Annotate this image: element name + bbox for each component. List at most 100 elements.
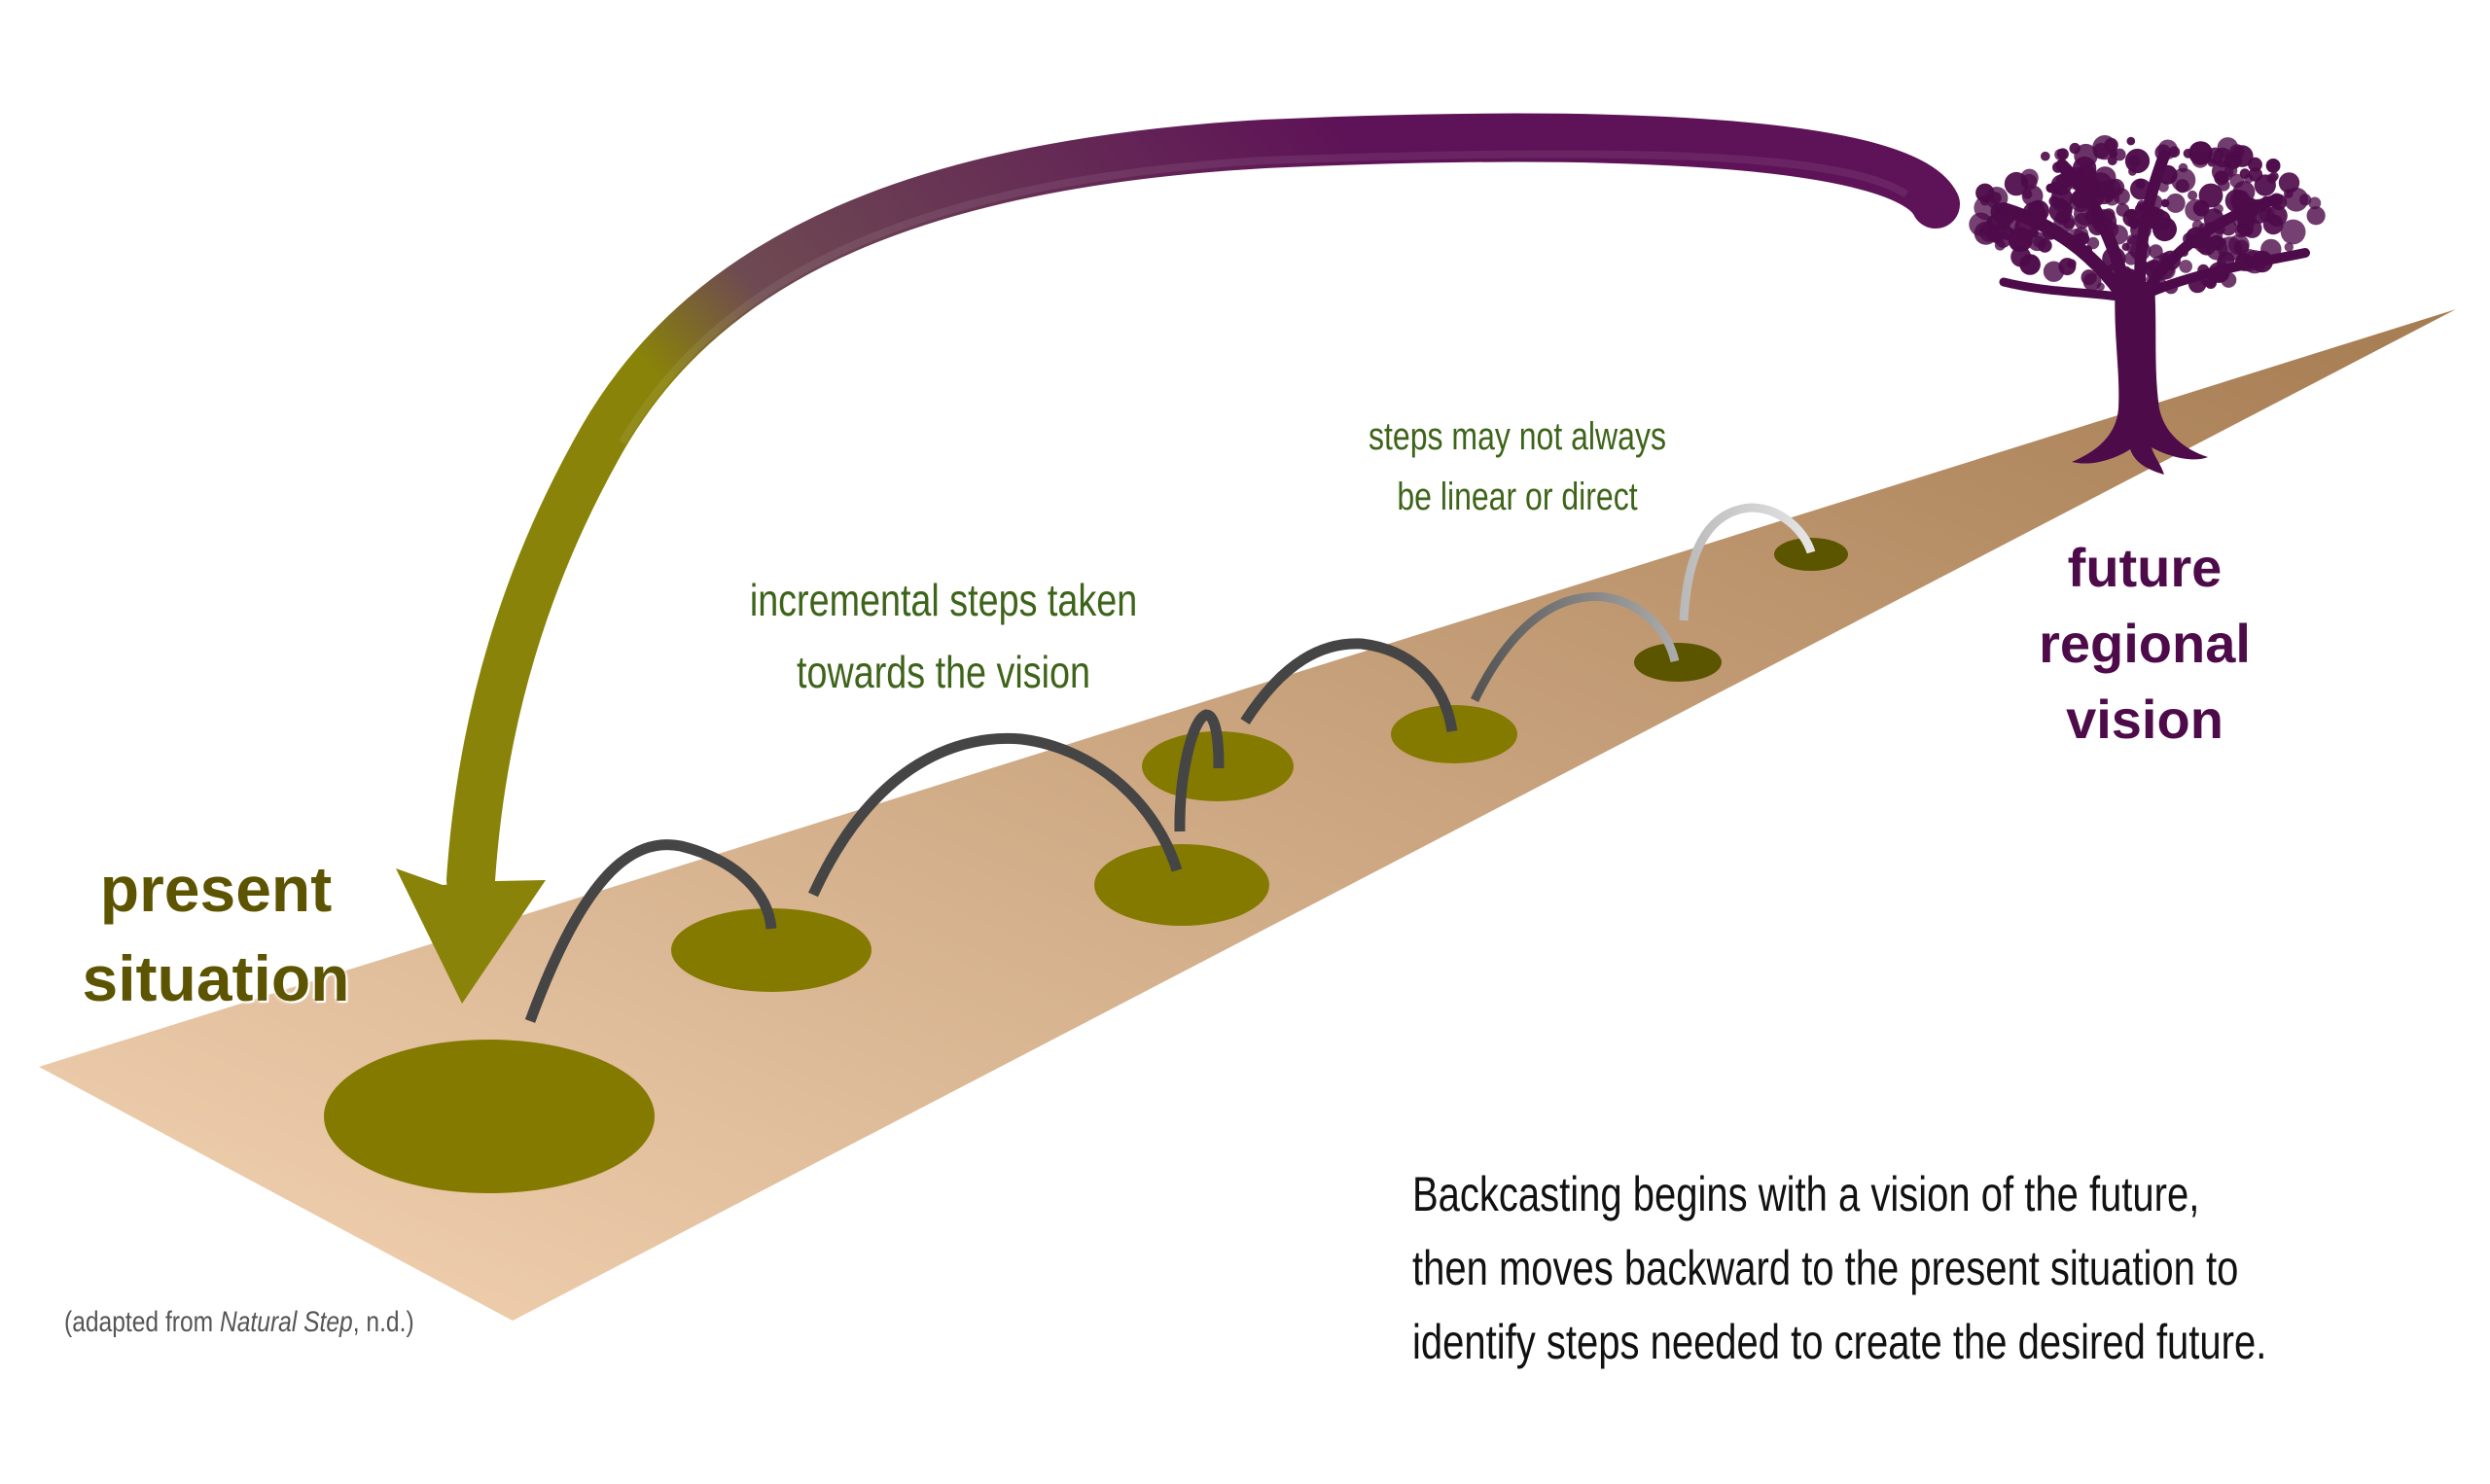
tree-leaf-cluster bbox=[2248, 167, 2263, 182]
steps-group bbox=[324, 538, 1848, 1193]
hop-6 bbox=[1679, 503, 1816, 621]
step-6 bbox=[1634, 643, 1722, 682]
tree-leaf-cluster bbox=[2188, 190, 2198, 200]
tree-icon bbox=[1969, 135, 2326, 475]
timeline-path bbox=[39, 309, 2456, 1321]
future-label-line-2: regional bbox=[2039, 613, 2251, 674]
nonlinear-steps-annotation: steps may not always be linear or direct bbox=[1338, 406, 1696, 527]
tree-leaf-cluster bbox=[2010, 246, 2032, 267]
future-label-line-1: future bbox=[2067, 537, 2223, 598]
tree-leaf-cluster bbox=[2241, 214, 2252, 225]
tree-leaf-cluster bbox=[2031, 209, 2047, 226]
hop-4 bbox=[1240, 638, 1458, 732]
tree-leaf-cluster bbox=[2149, 255, 2175, 281]
tree-leaf-cluster bbox=[2038, 238, 2052, 253]
tree-leaf-cluster bbox=[2266, 173, 2278, 184]
tree-leaf-cluster bbox=[2308, 196, 2322, 210]
step-present bbox=[324, 1040, 655, 1193]
tree-leaf-cluster bbox=[2084, 208, 2101, 225]
tree-leaf-cluster bbox=[2229, 190, 2251, 210]
tree-leaf-cluster bbox=[2270, 194, 2288, 211]
tree-leaf-cluster bbox=[2283, 189, 2294, 199]
tree-leaf-cluster bbox=[2211, 160, 2234, 183]
tree-leaf-cluster bbox=[2054, 149, 2067, 160]
tree-leaf-cluster bbox=[2299, 194, 2312, 206]
present-label-line-2: situation bbox=[82, 942, 350, 1014]
tree-leaf-cluster bbox=[2186, 227, 2208, 249]
tree-leaf-cluster bbox=[2160, 198, 2170, 208]
tree-leaf-cluster bbox=[2171, 167, 2196, 193]
tree-leaf-cluster bbox=[2102, 246, 2126, 271]
tree-leaf-cluster bbox=[2009, 230, 2030, 253]
present-label-line-1: present bbox=[99, 853, 333, 925]
citation-prefix: (adapted from bbox=[64, 1306, 220, 1338]
tree-leaf-cluster bbox=[2258, 203, 2267, 212]
tree-leaf-cluster bbox=[2152, 281, 2164, 294]
tree-leaf-cluster bbox=[2231, 145, 2254, 167]
tree-leaf-cluster bbox=[2214, 224, 2225, 235]
tree-leaf-cluster bbox=[2266, 205, 2288, 227]
tree-leaf-cluster bbox=[2014, 214, 2036, 234]
hop-5 bbox=[1470, 592, 1680, 702]
tree-leaf-cluster bbox=[2115, 270, 2137, 293]
tree-leaf-cluster bbox=[2093, 142, 2110, 159]
tree-leaf-cluster bbox=[1989, 192, 2002, 204]
nonlinear-line-1: steps may not always bbox=[1369, 415, 1666, 458]
incremental-line-1: incremental steps taken bbox=[749, 575, 1138, 625]
hops-group bbox=[524, 503, 1816, 1023]
tree-leaf-cluster bbox=[2134, 202, 2152, 219]
tree-leaf-cluster bbox=[2130, 178, 2152, 200]
tree-leaf-cluster bbox=[2074, 143, 2098, 168]
tree-leaf-cluster bbox=[2003, 214, 2020, 231]
curved-arrow-icon bbox=[396, 113, 1960, 1004]
tree-leaf-cluster bbox=[2216, 258, 2226, 267]
tree-leaf-cluster bbox=[2265, 159, 2281, 173]
description-text: Backcasting begins with a vision of the … bbox=[1412, 1157, 2330, 1379]
tree-leaf-cluster bbox=[2045, 183, 2055, 194]
tree-leaf-cluster bbox=[2125, 209, 2137, 221]
tree-leaf-cluster bbox=[2149, 244, 2163, 259]
tree-trunk bbox=[2072, 282, 2208, 475]
step-7 bbox=[1774, 538, 1848, 571]
tree-leaf-cluster bbox=[2179, 260, 2192, 273]
tree-leaf-cluster bbox=[2228, 233, 2250, 256]
incremental-line-2: towards the vision bbox=[797, 647, 1090, 697]
tree-leaf-cluster bbox=[1978, 222, 1999, 242]
tree-leaf-cluster bbox=[2280, 219, 2306, 245]
present-situation-label: present situation bbox=[60, 844, 372, 1023]
tree-leaf-cluster bbox=[2043, 261, 2065, 282]
step-3 bbox=[1094, 844, 1269, 926]
tree-leaf-cluster bbox=[2124, 148, 2151, 174]
backcast-arrow-highlight bbox=[619, 150, 1909, 445]
tree-leaf-cluster bbox=[2103, 217, 2113, 228]
step-2 bbox=[671, 908, 872, 992]
tree-leaf-cluster bbox=[2125, 234, 2150, 258]
arrowhead bbox=[396, 868, 546, 1004]
description-line-3: identify steps needed to create the desi… bbox=[1412, 1315, 2267, 1369]
hop-3 bbox=[1174, 709, 1225, 832]
tree-leaf-cluster bbox=[1994, 239, 2006, 251]
backcast-arrow-shaft bbox=[446, 113, 1960, 904]
tree-leaf-cluster bbox=[2052, 161, 2064, 173]
tree-leaf-cluster bbox=[2154, 208, 2165, 219]
tree-leaf-cluster bbox=[2071, 188, 2092, 209]
citation: (adapted from Natural Step, n.d.) bbox=[64, 1306, 414, 1339]
hop-1 bbox=[524, 839, 777, 1023]
description-line-2: then moves backward to the present situa… bbox=[1412, 1241, 2239, 1295]
tree-leaf-cluster bbox=[2146, 194, 2163, 211]
tree-leaf-cluster bbox=[2234, 253, 2254, 271]
nonlinear-line-2: be linear or direct bbox=[1397, 476, 1638, 518]
tree-leaf-cluster bbox=[2067, 229, 2086, 247]
tree-leaf-cluster bbox=[2306, 206, 2326, 226]
tree-leaf-cluster bbox=[2041, 151, 2050, 161]
tree-leaf-cluster bbox=[2163, 279, 2179, 295]
tree-leaf-cluster bbox=[2081, 269, 2097, 286]
tree-leaf-cluster bbox=[2180, 248, 2188, 257]
citation-source: Natural Step bbox=[219, 1306, 353, 1338]
tree-leaf-cluster bbox=[2085, 257, 2095, 266]
future-label-line-3: vision bbox=[2066, 689, 2223, 750]
hop-2 bbox=[807, 732, 1183, 898]
incremental-steps-annotation: incremental steps taken towards the visi… bbox=[729, 564, 1159, 708]
tree-leaf-cluster bbox=[2087, 172, 2114, 198]
